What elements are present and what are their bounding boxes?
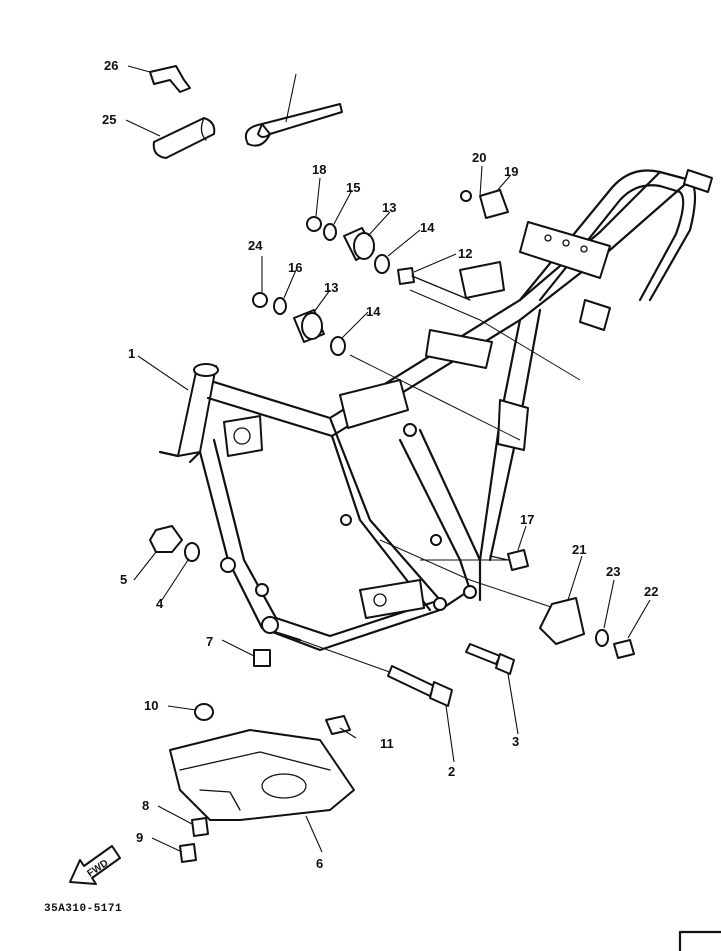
callout-3: 3 bbox=[512, 734, 519, 749]
clip-part bbox=[149, 65, 191, 93]
callout-13a: 13 bbox=[382, 200, 396, 215]
skid-plate bbox=[169, 729, 355, 821]
callout-2: 2 bbox=[448, 764, 455, 779]
callout-9: 9 bbox=[136, 830, 143, 845]
callout-19: 20 bbox=[472, 150, 486, 165]
callout-labels: 26 25 18 15 13 14 12 24 16 13 14 1 20 19… bbox=[102, 58, 658, 871]
callout-7: 7 bbox=[206, 634, 213, 649]
wrench-tool bbox=[244, 103, 343, 147]
corner-box bbox=[678, 930, 721, 951]
bolt-part bbox=[489, 549, 529, 571]
callout-25: 26 bbox=[104, 58, 118, 73]
callout-8: 8 bbox=[142, 798, 149, 813]
callout-12: 12 bbox=[458, 246, 472, 261]
callout-11: 11 bbox=[380, 736, 394, 751]
cap-part bbox=[194, 703, 214, 721]
bracket-part bbox=[479, 189, 509, 219]
washer-part bbox=[184, 542, 200, 562]
frame-assembly bbox=[158, 169, 713, 691]
pad-part bbox=[325, 715, 351, 735]
collar-part bbox=[330, 254, 390, 356]
nut-part bbox=[306, 216, 322, 232]
bolt-part bbox=[191, 817, 209, 837]
screw-part bbox=[460, 190, 472, 202]
callout-14a: 14 bbox=[420, 220, 435, 235]
leader-lines bbox=[125, 65, 651, 853]
bracket-part bbox=[539, 597, 585, 645]
long-bolt-part bbox=[387, 665, 453, 707]
callout-16: 17 bbox=[520, 512, 534, 527]
callout-1: 1 bbox=[128, 346, 135, 361]
callout-23: 24 bbox=[248, 238, 263, 253]
forward-arrow-icon: FWD bbox=[69, 845, 121, 885]
washer-part bbox=[323, 223, 337, 241]
callout-24: 25 bbox=[102, 112, 116, 127]
callout-18: 19 bbox=[504, 164, 518, 179]
callout-17: 18 bbox=[312, 162, 326, 177]
callout-6: 6 bbox=[316, 856, 323, 871]
callout-4: 4 bbox=[156, 596, 164, 611]
long-bolt-part bbox=[465, 643, 515, 675]
rubber-pad-part bbox=[152, 117, 216, 159]
bushing-part bbox=[293, 309, 325, 343]
bolt-part bbox=[397, 267, 471, 301]
washer-part bbox=[595, 629, 609, 647]
nut-part bbox=[252, 292, 268, 308]
callout-15a: 15 bbox=[346, 180, 360, 195]
bushing-part bbox=[343, 227, 375, 261]
washer-part bbox=[273, 297, 287, 315]
callout-21: 22 bbox=[644, 584, 658, 599]
callout-22: 23 bbox=[606, 564, 620, 579]
callout-5: 5 bbox=[120, 572, 127, 587]
bolt-part bbox=[613, 639, 635, 659]
callout-20: 21 bbox=[572, 542, 586, 557]
callout-15b: 16 bbox=[288, 260, 302, 275]
callout-13b: 13 bbox=[324, 280, 338, 295]
callout-10: 10 bbox=[144, 698, 158, 713]
diagram-code: 35A310-5171 bbox=[44, 903, 123, 915]
grommet-part bbox=[253, 649, 271, 667]
nut-part bbox=[149, 525, 183, 553]
callout-14b: 14 bbox=[366, 304, 381, 319]
bolt-part bbox=[179, 843, 197, 863]
